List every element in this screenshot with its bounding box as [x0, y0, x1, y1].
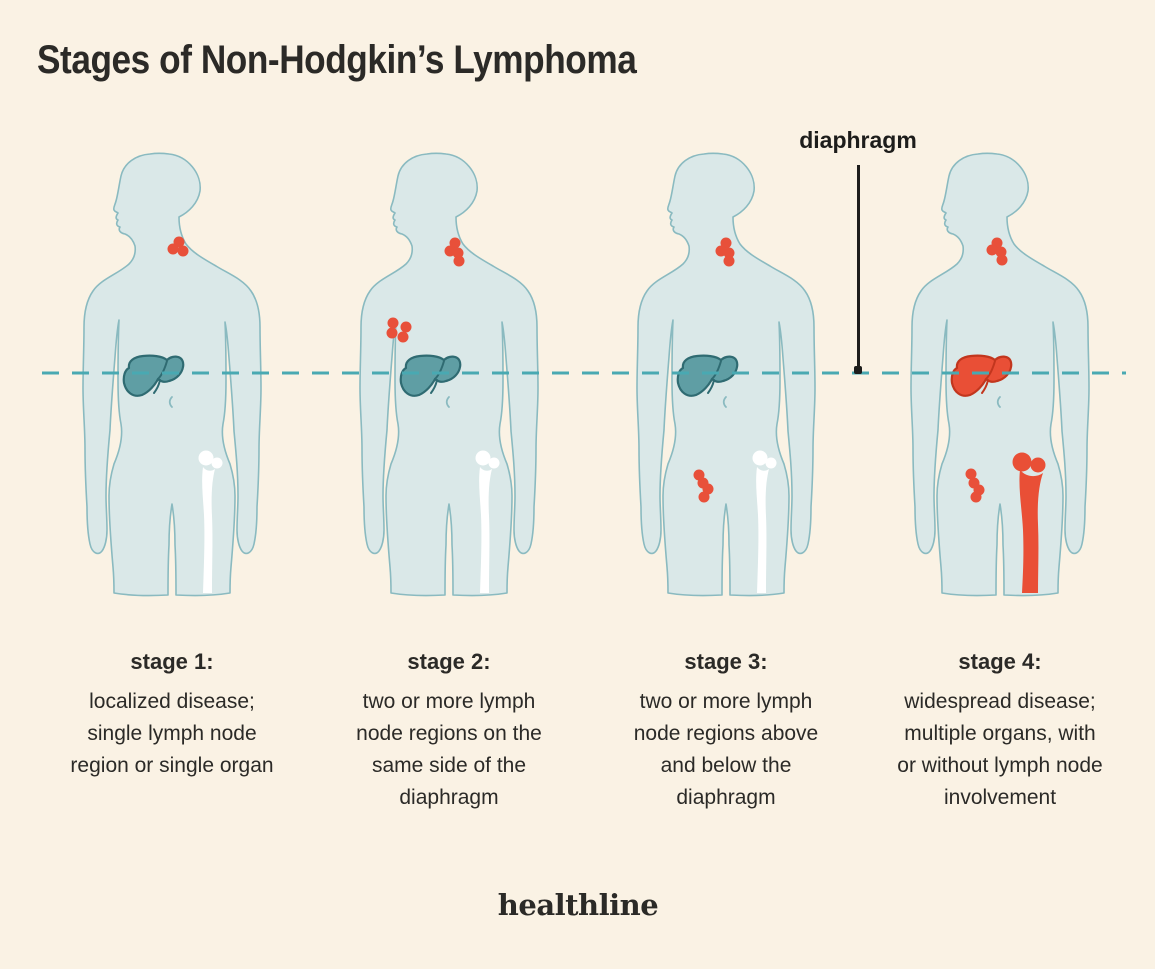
- lymph-node-dots: [386, 237, 465, 343]
- femur-bone-icon: [1012, 452, 1046, 593]
- lymph-node-dot: [723, 255, 735, 267]
- lymph-node-dot: [453, 255, 465, 267]
- stage-2-description: two or more lymph node regions on the sa…: [356, 690, 542, 809]
- navel-mark: [722, 396, 727, 408]
- lymph-node-dot: [970, 491, 982, 503]
- lymph-node-dot: [400, 321, 412, 333]
- liver-falciform-line: [711, 360, 722, 380]
- diaphragm-pointer-line: [857, 165, 860, 369]
- lymph-node-dot: [167, 243, 179, 255]
- diaphragm-label: diaphragm: [799, 127, 917, 153]
- lymph-node-dots: [693, 237, 735, 503]
- stage-3-caption: stage 3: two or more lymph node regions …: [586, 649, 866, 814]
- lymph-node-dot: [965, 468, 977, 480]
- stage-3-label: stage 3:: [684, 649, 768, 674]
- femur-bone-icon: [475, 450, 500, 593]
- stage-4-caption: stage 4: widespread disease; multiple or…: [860, 649, 1140, 814]
- lymph-node-dot: [698, 491, 710, 503]
- stage-2-caption: stage 2: two or more lymph node regions …: [309, 649, 589, 814]
- human-silhouette: [636, 152, 816, 597]
- diaphragm-dashed-line: [42, 371, 1126, 375]
- stage-1-label: stage 1:: [130, 649, 214, 674]
- navel-mark: [996, 396, 1001, 408]
- femur-bone-icon: [752, 450, 777, 593]
- lymph-node-dot: [723, 247, 735, 259]
- gallbladder-line: [707, 379, 715, 394]
- gallbladder-line: [153, 379, 161, 394]
- stage-4-description: widespread disease; multiple organs, wit…: [897, 690, 1103, 809]
- lymph-node-dot: [995, 246, 1007, 258]
- lymph-node-dot: [452, 247, 464, 259]
- liver-falciform-line: [434, 360, 445, 380]
- lymph-node-dot: [986, 244, 998, 256]
- stage-4-figure: [900, 152, 1100, 597]
- lymph-node-dot: [720, 237, 732, 249]
- lymph-node-dot: [387, 317, 399, 329]
- lymph-node-dot: [177, 245, 189, 257]
- page-title: Stages of Non-Hodgkin’s Lymphoma: [37, 38, 637, 82]
- stage-2-label: stage 2:: [407, 649, 491, 674]
- liver-icon: [950, 354, 1013, 397]
- stage-3-figure: [626, 152, 826, 597]
- gallbladder-line: [981, 379, 989, 394]
- stage-1-description: localized disease; single lymph node reg…: [70, 690, 274, 777]
- gallbladder-line: [430, 379, 438, 394]
- liver-falciform-line: [985, 360, 996, 380]
- navel-mark: [168, 396, 173, 408]
- lymph-node-dot: [386, 327, 398, 339]
- lymph-node-dot: [449, 237, 461, 249]
- lymph-node-dots: [965, 237, 1008, 503]
- healthline-logo: healthline: [497, 888, 659, 922]
- diaphragm-pointer-dot: [854, 366, 862, 374]
- human-silhouette: [910, 152, 1090, 597]
- lymph-node-dot: [397, 331, 409, 343]
- stage-4-label: stage 4:: [958, 649, 1042, 674]
- lymph-node-dot: [996, 254, 1008, 266]
- lymph-node-dots: [167, 236, 189, 257]
- stage-3-description: two or more lymph node regions above and…: [633, 690, 819, 809]
- stage-1-caption: stage 1: localized disease; single lymph…: [32, 649, 312, 782]
- liver-icon: [676, 354, 739, 397]
- liver-falciform-line: [157, 360, 168, 380]
- liver-icon: [399, 354, 462, 397]
- liver-icon: [122, 354, 185, 397]
- navel-mark: [445, 396, 450, 408]
- femur-bone-icon: [198, 450, 223, 593]
